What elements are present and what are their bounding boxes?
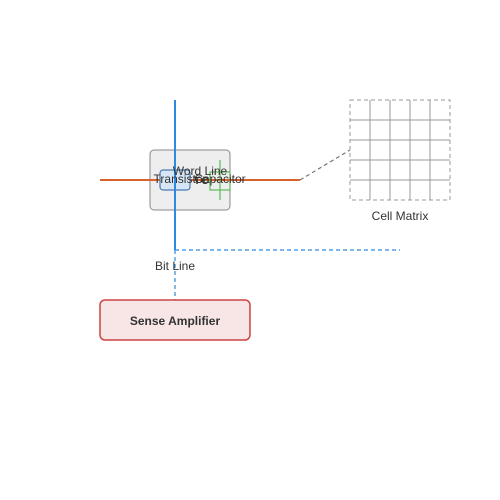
- capacitor-symbol: [209, 160, 231, 200]
- sense-amplifier-box: [99, 299, 251, 341]
- cell-matrix: [349, 99, 451, 201]
- capacitor-label: Capacitor: [194, 172, 245, 186]
- matrix-connector-line: [299, 149, 351, 181]
- sense-amplifier-label: Sense Amplifier: [130, 314, 221, 328]
- word-line-label: Word Line: [173, 164, 228, 178]
- transistor-label: Transistor: [154, 172, 207, 186]
- capacitor-mark: C: [201, 176, 208, 187]
- cell-matrix-border: [349, 99, 451, 201]
- transistor-mark: T: [194, 176, 200, 187]
- cell-matrix-label: Cell Matrix: [372, 209, 429, 223]
- bit-line-label: Bit Line: [155, 259, 195, 273]
